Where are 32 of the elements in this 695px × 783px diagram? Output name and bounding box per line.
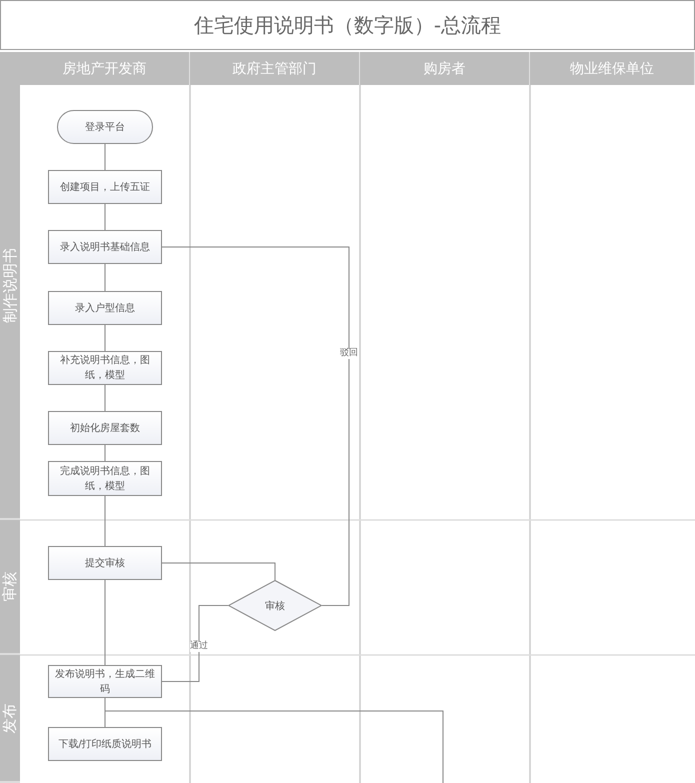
connector-line [104, 144, 106, 170]
lane-header: 购房者 [360, 52, 530, 85]
edge-label: 通过 [190, 642, 208, 652]
connector-line [104, 204, 106, 230]
decision-diamond: 审核 [228, 580, 322, 631]
lane-header: 房地产开发商 [20, 52, 190, 85]
connector-line [104, 444, 106, 462]
process-box: 下载/打印纸质说明书 [48, 727, 162, 761]
lane-header: 政府主管部门 [190, 52, 360, 85]
process-box: 创建项目，上传五证 [48, 170, 162, 204]
process-box: 完成说明书信息，图纸，模型 [48, 461, 162, 496]
connector-line [162, 605, 228, 682]
connector-line [104, 496, 106, 546]
terminal-box: 登录平台 [57, 110, 153, 144]
process-box: 发布说明书，生成二维码 [48, 665, 162, 698]
connector-line [104, 264, 106, 292]
lane-header: 物业维保单位 [530, 52, 695, 85]
connector-line [104, 384, 106, 412]
process-box: 补充说明书信息，图纸，模型 [48, 351, 162, 385]
phase-band: 发布 [0, 655, 20, 783]
process-box: 提交审核 [48, 546, 162, 580]
connector-line [104, 324, 106, 352]
process-box: 录入说明书基础信息 [48, 230, 162, 264]
connector-line [162, 562, 276, 580]
process-box: 录入户型信息 [48, 291, 162, 325]
phase-band: 制作说明书 [0, 52, 20, 520]
connector-line [162, 246, 350, 606]
title: 住宅使用说明书（数字版）-总流程 [0, 0, 695, 50]
edge-label: 驳回 [340, 349, 358, 359]
phase-band: 审核 [0, 520, 20, 655]
connector-line [104, 580, 106, 666]
process-box: 初始化房屋套数 [48, 411, 162, 445]
